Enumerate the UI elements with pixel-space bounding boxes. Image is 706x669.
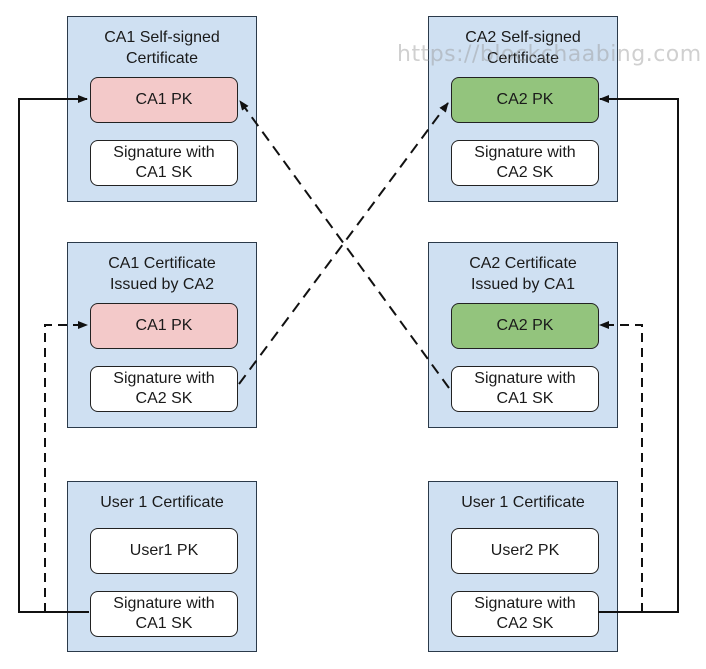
pk-label: CA2 PK bbox=[496, 91, 554, 108]
sig-line: Signature with bbox=[474, 370, 576, 387]
sig-line: Signature with bbox=[113, 370, 215, 387]
sig-line: Signature with bbox=[113, 595, 215, 612]
arrow-ca1-by-ca2-to-ca2-self bbox=[238, 102, 449, 385]
arrow-ca2-by-ca1-to-ca1-self bbox=[239, 100, 450, 389]
title-line: CA1 Self-signed bbox=[104, 29, 220, 46]
user2-pk-field: User2 PK bbox=[451, 528, 599, 574]
pk-label: User2 PK bbox=[490, 542, 560, 559]
title-line: User 1 Certificate bbox=[461, 494, 585, 511]
certificate-title: CA2 Certificate Issued by CA1 bbox=[429, 253, 617, 295]
certificate-title: CA1 Certificate Issued by CA2 bbox=[68, 253, 256, 295]
sig-line: CA1 SK bbox=[135, 164, 193, 181]
ca1-pk-field: CA1 PK bbox=[90, 77, 238, 123]
ca1-certificate-issued-by-ca2: CA1 Certificate Issued by CA2 CA1 PK Sig… bbox=[67, 242, 257, 428]
sig-line: Signature with bbox=[474, 144, 576, 161]
title-line: CA2 Self-signed bbox=[465, 29, 581, 46]
ca1-self-signed-certificate: CA1 Self-signed Certificate CA1 PK Signa… bbox=[67, 16, 257, 202]
title-line: Issued by CA1 bbox=[470, 276, 576, 293]
user1-certificate: User 1 Certificate User1 PK Signature wi… bbox=[67, 481, 257, 652]
ca1-pk-field: CA1 PK bbox=[90, 303, 238, 349]
pk-label: CA1 PK bbox=[135, 91, 193, 108]
ca2-pk-field: CA2 PK bbox=[451, 303, 599, 349]
certificate-title: User 1 Certificate bbox=[68, 492, 256, 513]
sig-line: CA2 SK bbox=[496, 615, 554, 632]
sig-line: Signature with bbox=[113, 144, 215, 161]
pk-label: CA1 PK bbox=[135, 317, 193, 334]
title-line: CA2 Certificate bbox=[469, 255, 577, 272]
ca2-self-signed-certificate: CA2 Self-signed Certificate CA2 PK Signa… bbox=[428, 16, 618, 202]
user1-pk-field: User1 PK bbox=[90, 528, 238, 574]
ca2-pk-field: CA2 PK bbox=[451, 77, 599, 123]
title-line: CA1 Certificate bbox=[108, 255, 216, 272]
certificate-title: CA2 Self-signed Certificate bbox=[429, 27, 617, 69]
title-line: Issued by CA2 bbox=[109, 276, 215, 293]
sig-line: Signature with bbox=[474, 595, 576, 612]
sig-line: CA1 SK bbox=[496, 390, 554, 407]
sig-line: CA2 SK bbox=[135, 390, 193, 407]
sig-line: CA2 SK bbox=[496, 164, 554, 181]
title-line: Certificate bbox=[486, 50, 560, 67]
sig-line: CA1 SK bbox=[135, 615, 193, 632]
pk-label: User1 PK bbox=[129, 542, 199, 559]
certificate-title: User 1 Certificate bbox=[429, 492, 617, 513]
ca2-certificate-issued-by-ca1: CA2 Certificate Issued by CA1 CA2 PK Sig… bbox=[428, 242, 618, 428]
user2-certificate: User 1 Certificate User2 PK Signature wi… bbox=[428, 481, 618, 652]
certificate-title: CA1 Self-signed Certificate bbox=[68, 27, 256, 69]
title-line: Certificate bbox=[125, 50, 199, 67]
title-line: User 1 Certificate bbox=[100, 494, 224, 511]
watermark: https://blockchaabing.com bbox=[397, 42, 702, 67]
pk-label: CA2 PK bbox=[496, 317, 554, 334]
